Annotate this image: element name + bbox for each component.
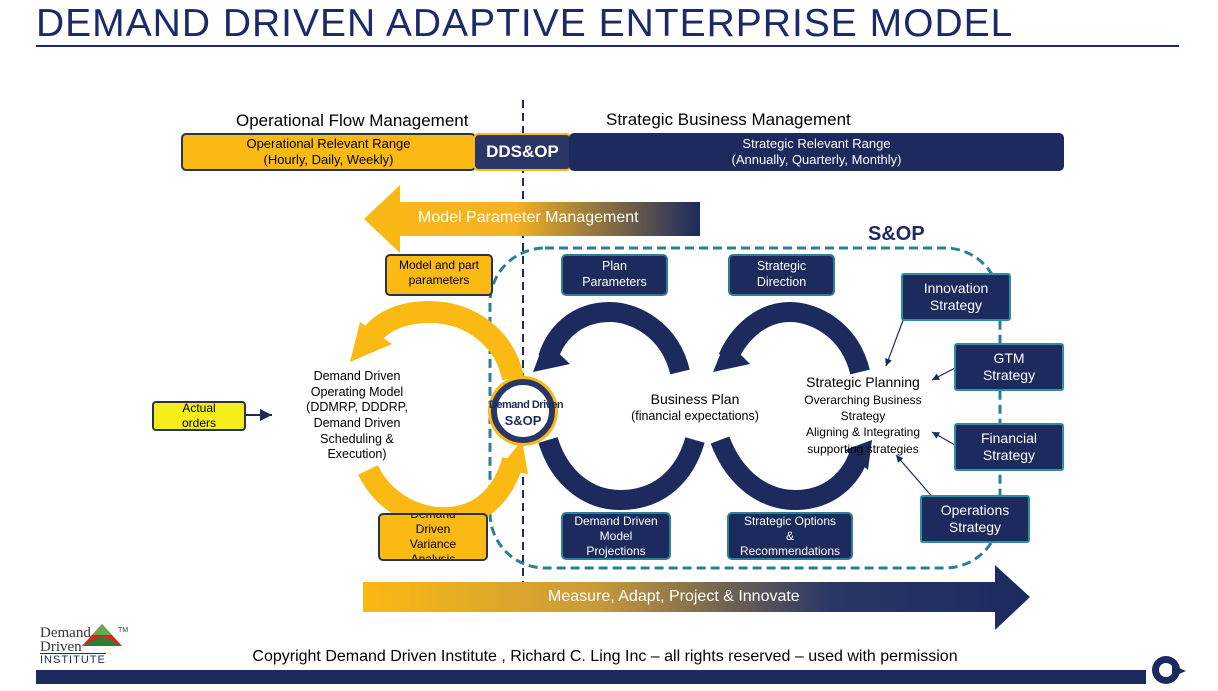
gtm-connector	[931, 367, 956, 381]
operating-model-line: Demand Driven	[313, 369, 401, 383]
corner-logo-icon	[1152, 656, 1186, 684]
variance-box: Demand Driven Variance Analysis	[378, 513, 488, 561]
dd-model-projections-box: Demand Driven Model Projections	[561, 512, 671, 560]
logo-tm: TM	[118, 627, 129, 634]
navy-arrowhead-left-top	[533, 340, 570, 372]
ddi-logo-icon	[82, 624, 122, 646]
operating-model-line: Scheduling &	[320, 431, 394, 446]
strategic-business-header: Strategic Business Management	[606, 110, 851, 129]
plan-parameters-box: Plan Parameters	[561, 254, 668, 296]
operating-model-line: Demand Driven	[313, 415, 401, 430]
operational-range-line1: Operational Relevant Range	[246, 135, 411, 151]
model-part-box: Model and part parameters	[385, 254, 493, 296]
strategic-planning-line: supporting strategies	[807, 441, 919, 456]
strategic-planning-line: Overarching Business	[804, 393, 922, 407]
badge-line1: Demand Driven	[488, 399, 564, 411]
innovation-strategy-box: Innovation Strategy	[901, 273, 1011, 321]
title-underline	[36, 45, 1179, 47]
operating-model-line: (DDMRP, DDDRP,	[306, 400, 408, 415]
actual-orders-box: Actual orders	[152, 401, 246, 431]
model-parameter-label: Model Parameter Management	[418, 209, 639, 226]
logo-line2: Driven	[40, 639, 82, 655]
footer-bar	[36, 670, 1146, 684]
strategic-planning-title: Strategic Planning	[806, 374, 920, 390]
navy-loop-left-bottom	[538, 436, 705, 511]
gold-arrowhead-bottom	[498, 440, 528, 474]
copyright-text: Copyright Demand Driven Institute , Rich…	[252, 648, 958, 665]
business-plan-title: Business Plan	[650, 391, 740, 407]
navy-arrowhead-right-top	[713, 340, 750, 372]
operating-model-text: Demand Driven Operating Model (DDMRP, DD…	[296, 369, 418, 463]
ddsop-badge: Demand Driven S&OP	[489, 379, 564, 443]
navy-loop-left-top	[538, 301, 690, 375]
badge-line2: S&OP	[504, 413, 542, 428]
measure-label: Measure, Adapt, Project & Innovate	[548, 588, 800, 605]
innovation-connector	[885, 314, 906, 367]
strategic-options-box: Strategic Options & Recommendations	[727, 512, 853, 560]
strategic-range-box: Strategic Relevant Range (Annually, Quar…	[569, 133, 1064, 171]
operational-flow-header: Operational Flow Management	[236, 111, 469, 130]
strategic-planning-details: Overarching Business Strategy Aligning &…	[790, 392, 936, 457]
gtm-strategy-box: GTM Strategy	[954, 343, 1064, 391]
financial-connector	[931, 431, 956, 446]
gold-loop-bottom	[358, 456, 524, 530]
ddsop-box: DDS&OP	[473, 133, 572, 171]
measure-arrow	[363, 565, 1030, 630]
financial-strategy-box: Financial Strategy	[954, 423, 1064, 471]
operations-strategy-box: Operations Strategy	[920, 495, 1030, 543]
strategic-planning-line: Aligning & Integrating	[805, 425, 921, 440]
navy-loop-right-top	[718, 301, 870, 375]
gold-loop-top	[358, 300, 524, 381]
strategic-range-line1: Strategic Relevant Range	[742, 135, 891, 151]
sop-label: S&OP	[868, 223, 925, 245]
strategic-direction-box: Strategic Direction	[728, 254, 835, 296]
navy-loop-right-bottom	[710, 436, 870, 511]
sop-region	[488, 246, 1002, 570]
operational-range-box: Operational Relevant Range (Hourly, Dail…	[181, 133, 476, 171]
operating-model-line: Execution)	[327, 447, 387, 462]
operations-connector	[895, 454, 936, 501]
logo-line3: INSTITUTE	[40, 653, 106, 666]
logo-line1: Demand	[40, 625, 91, 641]
model-parameter-arrow	[364, 185, 700, 253]
strategic-range-line2: (Annually, Quarterly, Monthly)	[731, 152, 902, 167]
business-plan-subtitle: (financial expectations)	[631, 409, 759, 423]
strategic-planning-line: Strategy	[840, 409, 886, 424]
navy-arrowhead-right-bottom	[845, 440, 872, 470]
operational-range-line2: (Hourly, Daily, Weekly)	[263, 152, 394, 167]
operating-model-line: Operating Model	[310, 384, 404, 399]
page-title: DEMAND DRIVEN ADAPTIVE ENTERPRISE MODEL	[36, 2, 1014, 45]
gold-arrowhead-top	[350, 322, 392, 362]
